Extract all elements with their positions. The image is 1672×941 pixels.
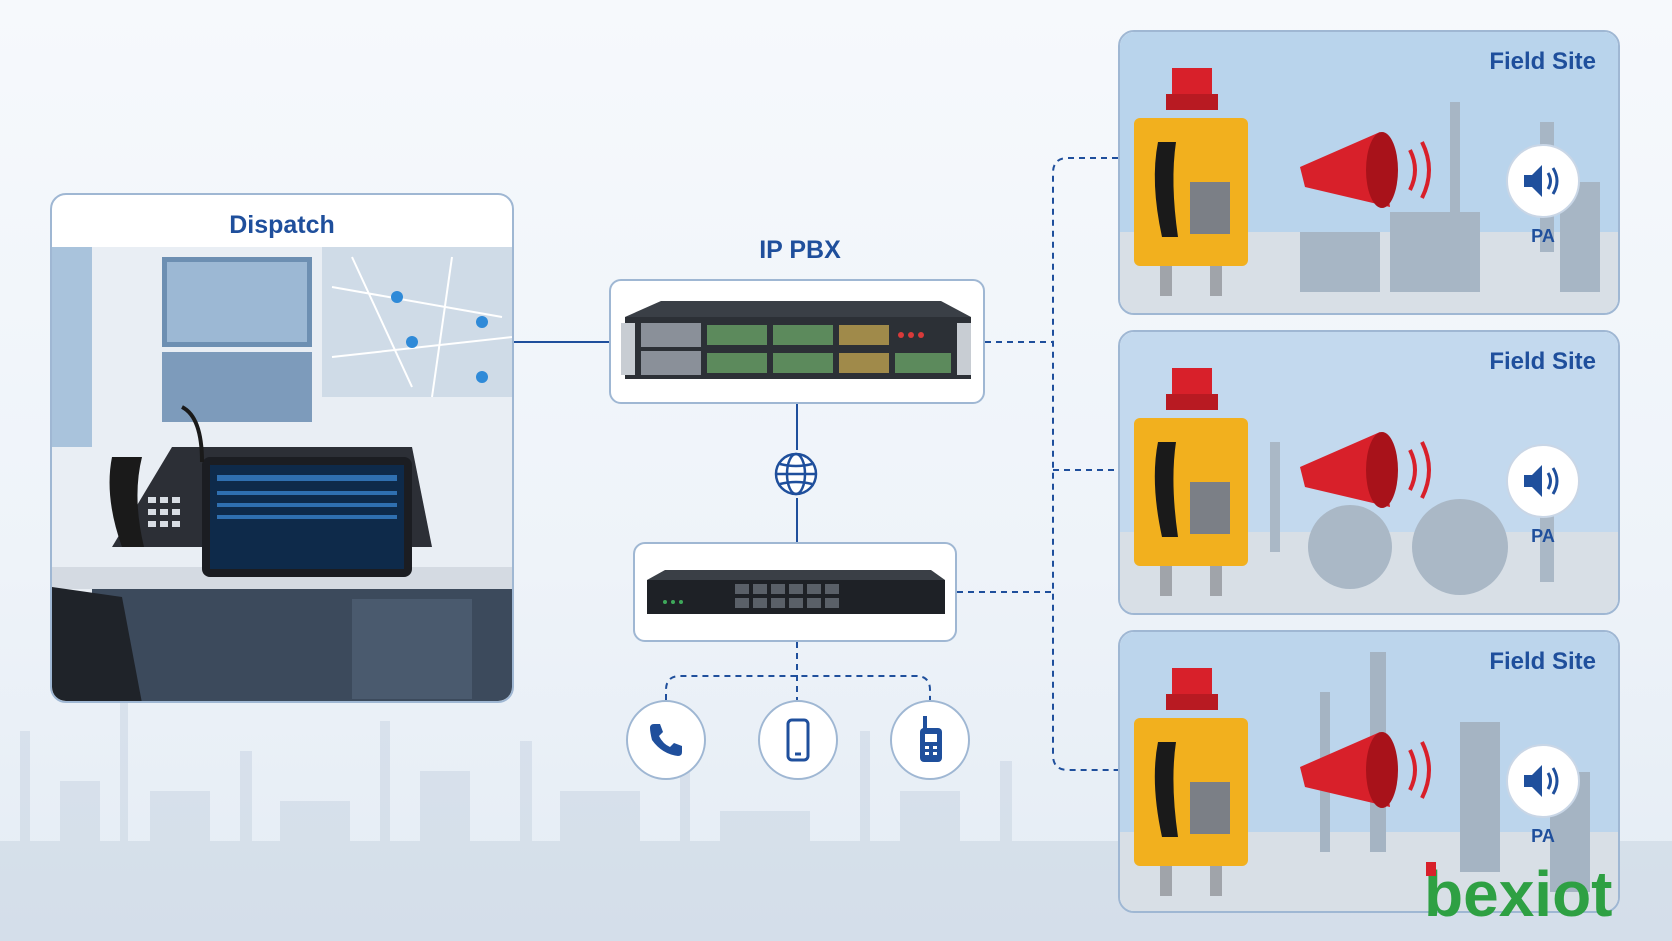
pa-label-1: PA bbox=[1531, 226, 1555, 246]
pa-speaker-button-3 bbox=[1506, 744, 1580, 818]
field-site-panel-1: Field Site PA bbox=[1118, 30, 1620, 315]
mobile-icon bbox=[786, 718, 810, 762]
pa-label-3: PA bbox=[1531, 826, 1555, 846]
ip-pbx-device-panel bbox=[609, 279, 985, 404]
field-site-panel-2: Field Site PA bbox=[1118, 330, 1620, 615]
logo-text: bexiot bbox=[1424, 860, 1612, 930]
speaker-icon bbox=[1524, 165, 1559, 197]
internet-globe-icon bbox=[774, 452, 818, 496]
radio-icon bbox=[920, 716, 942, 762]
radio-endpoint bbox=[890, 700, 970, 780]
bexiot-logo: bexiot bbox=[1424, 860, 1612, 930]
dispatch-console-illustration bbox=[52, 247, 512, 701]
ip-pbx-rack-unit bbox=[621, 301, 971, 379]
speaker-icon bbox=[1524, 765, 1559, 797]
network-switch-device bbox=[647, 570, 945, 614]
field-site-title-2: Field Site bbox=[1489, 348, 1596, 375]
phone-icon bbox=[650, 724, 682, 756]
mobile-endpoint bbox=[758, 700, 838, 780]
network-switch-panel bbox=[633, 542, 957, 642]
desk-phone-endpoint bbox=[626, 700, 706, 780]
dispatch-panel: Dispatch bbox=[50, 193, 514, 703]
speaker-icon bbox=[1524, 465, 1559, 497]
pa-label-2: PA bbox=[1531, 526, 1555, 546]
field-site-title-1: Field Site bbox=[1489, 48, 1596, 75]
field-site-panel-3: Field Site PA bbox=[1118, 630, 1620, 913]
pa-speaker-button-1 bbox=[1506, 144, 1580, 218]
pbx-title: IP PBX bbox=[759, 236, 841, 264]
field-site-title-3: Field Site bbox=[1489, 648, 1596, 675]
dispatch-title: Dispatch bbox=[229, 211, 335, 239]
pa-speaker-button-2 bbox=[1506, 444, 1580, 518]
